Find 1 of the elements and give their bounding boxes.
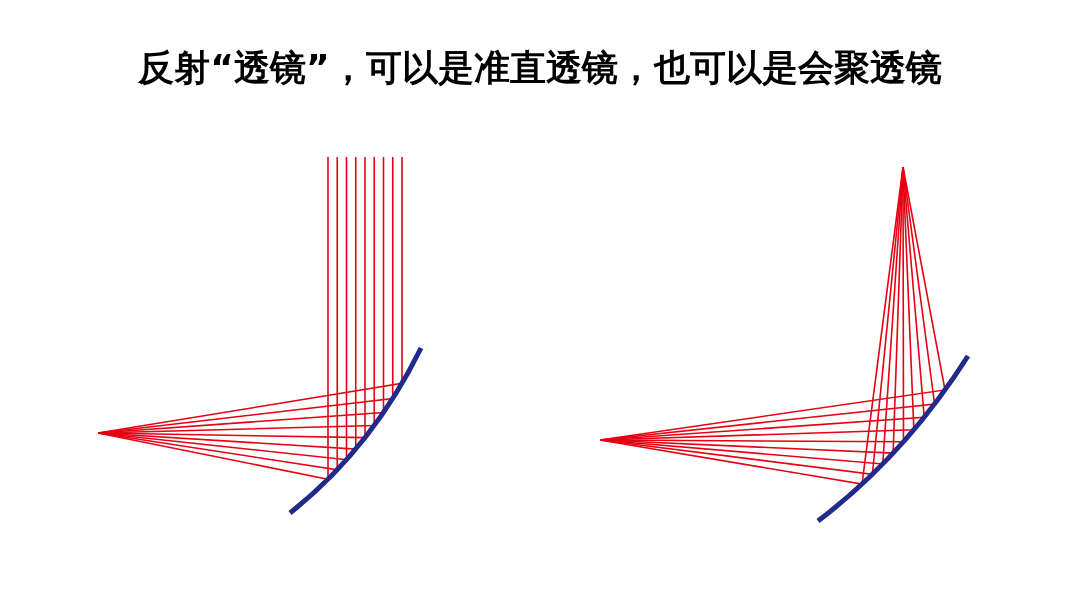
title: 反射“透镜”，可以是准直透镜，也可以是会聚透镜	[137, 46, 943, 90]
